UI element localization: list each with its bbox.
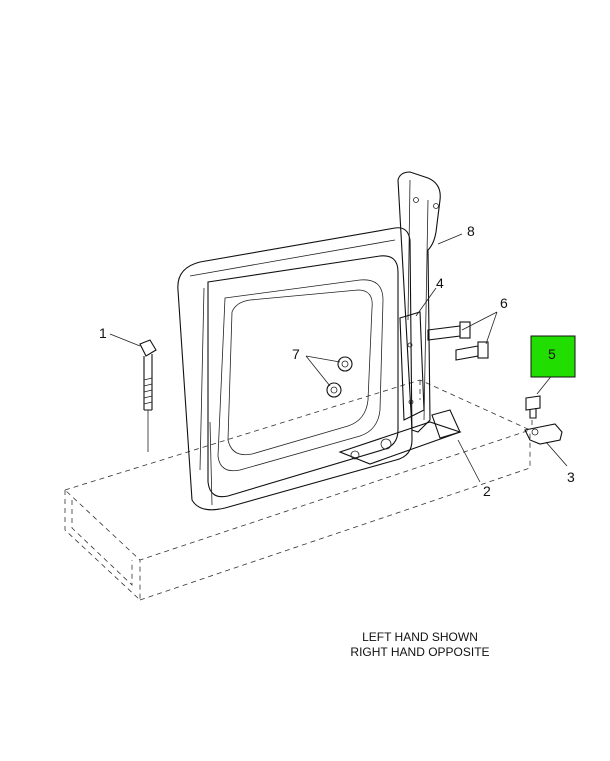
leader-lines: [109, 233, 568, 506]
nuts: [326, 356, 353, 398]
lower-bracket: [338, 409, 462, 465]
callout-6: 6: [500, 295, 508, 311]
callout-2: 2: [483, 483, 491, 499]
callout-4: 4: [436, 275, 444, 291]
frame-rail: [64, 379, 532, 601]
support-arm: [397, 171, 441, 433]
small-bolt: [525, 395, 541, 419]
note-line-2: RIGHT HAND OPPOSITE: [350, 645, 489, 659]
callout-3: 3: [567, 469, 575, 485]
callout-7: 7: [292, 346, 300, 362]
highlight-box: [530, 335, 576, 378]
note-line-1: LEFT HAND SHOWN: [362, 630, 478, 644]
mirror-housing: [177, 227, 413, 511]
callout-8: 8: [467, 223, 475, 239]
bracket-plate: [399, 311, 425, 421]
short-bolts: [427, 321, 489, 361]
callout-1: 1: [99, 325, 107, 341]
callout-5: 5: [548, 346, 556, 362]
clip: [524, 423, 563, 445]
long-bolt: [139, 339, 157, 411]
